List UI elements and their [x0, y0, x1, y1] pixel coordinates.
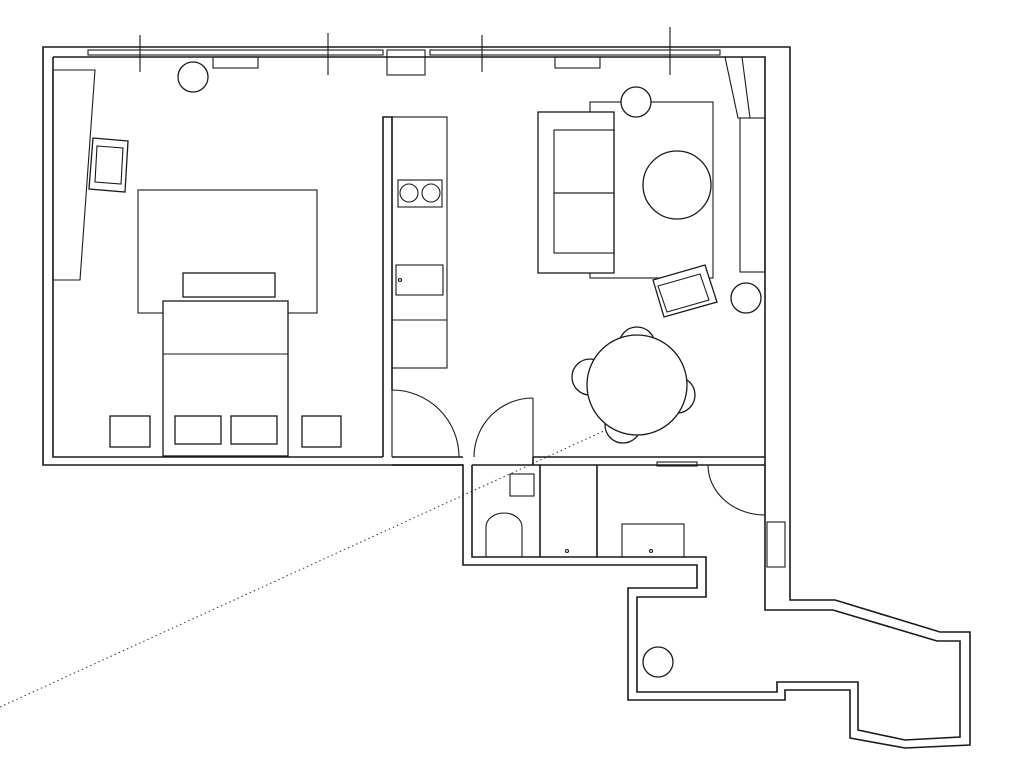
windows [87, 27, 721, 76]
outer-wall [42, 46, 971, 749]
armchair [652, 264, 718, 318]
bench [182, 272, 276, 298]
doors [391, 389, 766, 516]
plant [730, 282, 762, 314]
pillow [230, 415, 278, 445]
bedroom [52, 61, 342, 457]
living-room [537, 56, 766, 318]
toilet [485, 512, 523, 557]
hob [397, 179, 443, 208]
pillow [174, 415, 222, 445]
inner-wall [53, 56, 961, 741]
coffee-table [642, 150, 712, 220]
sink [395, 264, 444, 296]
bathroom [485, 461, 698, 558]
lamp [620, 86, 652, 118]
wash-basin [509, 473, 535, 497]
desk [52, 69, 96, 281]
plant [177, 61, 209, 93]
wardrobe [739, 117, 766, 273]
kitchen [391, 116, 448, 369]
desk-chair [88, 137, 129, 193]
nightstand [301, 415, 342, 448]
balcony-plant [642, 646, 674, 678]
nightstand [109, 415, 151, 448]
dining-table [586, 334, 688, 436]
cabinet [724, 56, 751, 119]
dotted-sight-line [0, 429, 607, 708]
counter [391, 116, 448, 369]
vanity [621, 523, 685, 558]
dining-area [571, 326, 696, 444]
